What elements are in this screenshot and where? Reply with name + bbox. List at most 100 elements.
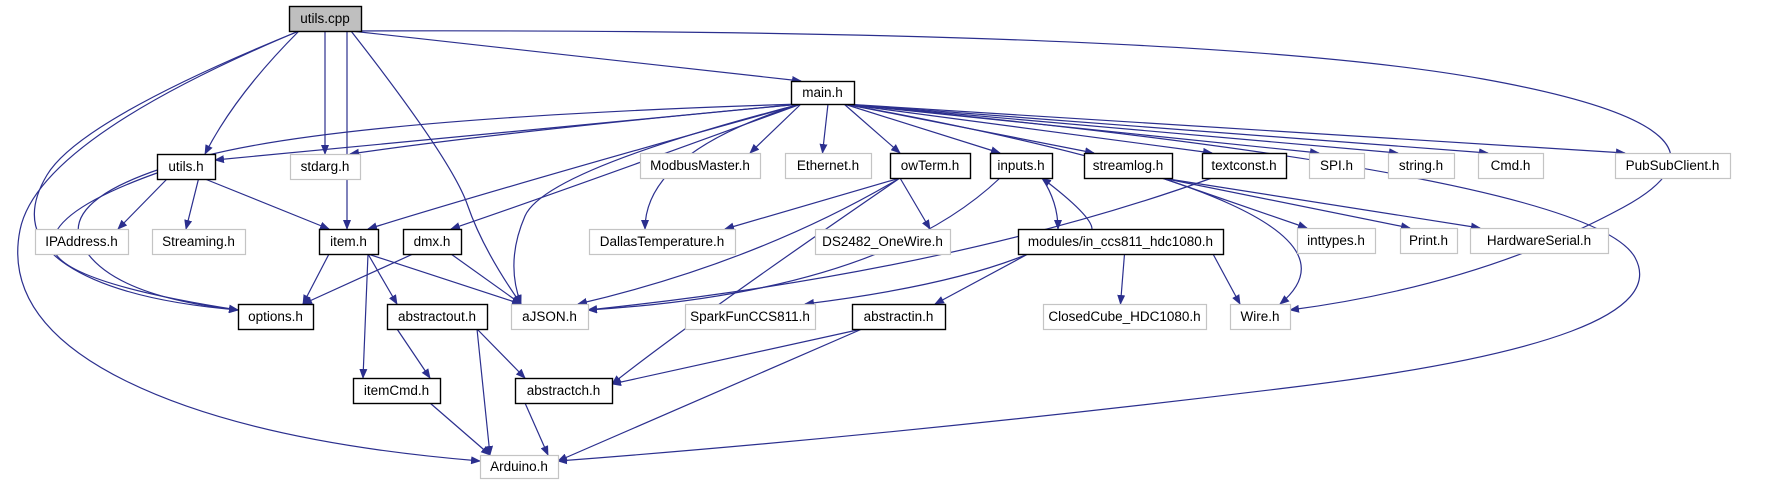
edge-abstractin.h-to-abstractch.h <box>611 328 863 386</box>
edge-abstractout.h-to-Arduino.h <box>476 328 494 456</box>
node-Arduino.h: Arduino.h <box>479 454 560 480</box>
node-modules/in_ccs811_hdc1080.h[interactable]: modules/in_ccs811_hdc1080.h <box>1017 228 1225 256</box>
edge-utils.cpp-to-options.h <box>33 30 300 314</box>
edge-streamlog.h-to-inttypes.h <box>1161 177 1308 229</box>
node-label: Streaming.h <box>162 234 235 249</box>
node-label: inputs.h <box>997 158 1044 173</box>
node-label: textconst.h <box>1211 158 1276 173</box>
node-item.h[interactable]: item.h <box>318 228 380 256</box>
node-box[interactable] <box>1083 152 1174 180</box>
edge-streamlog.h-to-Print.h <box>1161 177 1411 231</box>
node-main.h[interactable]: main.h <box>790 80 856 106</box>
node-box <box>1308 152 1366 180</box>
node-box <box>289 153 362 181</box>
node-streamlog.h[interactable]: streamlog.h <box>1083 152 1174 180</box>
node-DS2482_OneWire.h: DS2482_OneWire.h <box>814 228 952 256</box>
node-inttypes.h: inttypes.h <box>1296 227 1377 255</box>
node-label: Cmd.h <box>1491 158 1531 173</box>
node-box[interactable] <box>318 228 380 256</box>
node-box[interactable] <box>1017 228 1225 256</box>
node-label: Wire.h <box>1240 309 1279 324</box>
edge-main.h-to-stdarg.h <box>349 103 802 157</box>
edge-abstractin.h-to-Arduino.h <box>557 328 863 462</box>
node-box <box>510 303 590 331</box>
node-string.h: string.h <box>1387 152 1456 180</box>
node-abstractch.h[interactable]: abstractch.h <box>514 377 614 405</box>
edge-item.h-to-abstractout.h <box>367 253 398 305</box>
node-label: itemCmd.h <box>364 383 429 398</box>
node-box[interactable] <box>1201 152 1288 180</box>
node-box[interactable] <box>514 377 614 405</box>
node-IPAddress.h: IPAddress.h <box>34 228 130 256</box>
node-HardwareSerial.h: HardwareSerial.h <box>1469 227 1610 255</box>
node-box <box>1614 152 1732 180</box>
edge-owTerm.h-to-aJSON.h <box>577 177 901 306</box>
node-box[interactable] <box>156 153 217 181</box>
node-box[interactable] <box>790 80 856 106</box>
node-box[interactable] <box>402 228 463 256</box>
node-label: ClosedCube_HDC1080.h <box>1048 309 1200 324</box>
node-label: SparkFunCCS811.h <box>690 309 810 324</box>
node-Wire.h: Wire.h <box>1229 303 1292 331</box>
edge-item.h-to-aJSON.h <box>367 253 522 306</box>
node-label: utils.h <box>168 159 203 174</box>
node-aJSON.h: aJSON.h <box>510 303 590 331</box>
node-label: SPI.h <box>1320 158 1353 173</box>
node-box <box>639 152 762 180</box>
node-box <box>1399 227 1459 255</box>
edge-dmx.h-to-options.h <box>302 253 414 305</box>
node-box <box>151 228 247 256</box>
edge-modules/in_ccs811_hdc1080.h-to-abstractin.h <box>934 253 1029 305</box>
node-box[interactable] <box>989 152 1054 180</box>
edge-utils.h-to-item.h <box>204 178 330 230</box>
node-abstractin.h[interactable]: abstractin.h <box>851 303 947 331</box>
node-DallasTemperature.h: DallasTemperature.h <box>588 228 737 256</box>
edge-inputs.h-to-modules/in_ccs811_hdc1080.h <box>1041 177 1062 230</box>
node-SPI.h: SPI.h <box>1308 152 1366 180</box>
node-box <box>814 228 952 256</box>
node-box[interactable] <box>237 303 315 331</box>
edge-dmx.h-to-aJSON.h <box>450 253 522 305</box>
edge-main.h-to-textconst.h <box>843 103 1213 156</box>
node-label: abstractout.h <box>398 309 476 324</box>
node-box <box>1296 227 1377 255</box>
node-box[interactable] <box>352 377 442 405</box>
edge-utils.cpp-to-aJSON.h <box>350 30 522 305</box>
node-box <box>1229 303 1292 331</box>
node-itemCmd.h[interactable]: itemCmd.h <box>352 377 442 405</box>
node-label: streamlog.h <box>1093 158 1164 173</box>
node-utils.h[interactable]: utils.h <box>156 153 217 181</box>
edge-utils.cpp-to-Arduino.h <box>17 30 481 465</box>
edge-inputs.h-to-aJSON.h <box>587 177 1001 314</box>
node-owTerm.h[interactable]: owTerm.h <box>889 152 972 180</box>
node-box <box>1477 152 1545 180</box>
node-options.h[interactable]: options.h <box>237 303 315 331</box>
node-stdarg.h: stdarg.h <box>289 153 362 181</box>
node-dmx.h[interactable]: dmx.h <box>402 228 463 256</box>
node-box <box>684 303 817 331</box>
node-box[interactable] <box>851 303 947 331</box>
node-label: modules/in_ccs811_hdc1080.h <box>1028 234 1213 249</box>
node-utils.cpp: utils.cpp <box>288 5 363 33</box>
node-label: Ethernet.h <box>797 158 859 173</box>
node-ModbusMaster.h: ModbusMaster.h <box>639 152 762 180</box>
node-box[interactable] <box>889 152 972 180</box>
edge-item.h-to-options.h <box>302 253 330 305</box>
node-label: dmx.h <box>414 234 451 249</box>
node-box[interactable] <box>386 303 489 331</box>
node-box <box>588 228 737 256</box>
node-abstractout.h[interactable]: abstractout.h <box>386 303 489 331</box>
node-box <box>479 454 560 480</box>
edge-main.h-to-owTerm.h <box>843 103 901 154</box>
node-label: IPAddress.h <box>45 234 118 249</box>
edge-main.h-to-Arduino.h <box>557 103 1641 465</box>
node-textconst.h[interactable]: textconst.h <box>1201 152 1288 180</box>
node-inputs.h[interactable]: inputs.h <box>989 152 1054 180</box>
edge-main.h-to-string.h <box>843 103 1399 157</box>
node-PubSubClient.h: PubSubClient.h <box>1614 152 1732 180</box>
node-label: PubSubClient.h <box>1626 158 1720 173</box>
node-label: DS2482_OneWire.h <box>822 234 943 249</box>
edge-modules/in_ccs811_hdc1080.h-to-SparkFunCCS811.h <box>804 253 1029 307</box>
